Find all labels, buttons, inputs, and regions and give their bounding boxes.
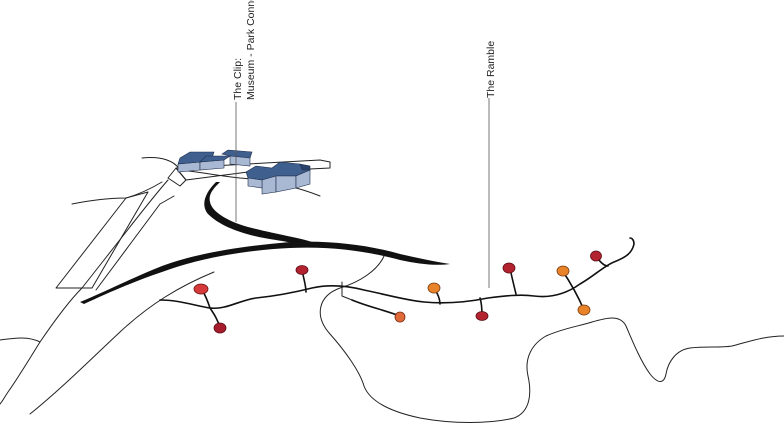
left-slope-outline [39,179,169,343]
map-pin-icon [577,304,591,316]
map-pin-icon [213,322,227,334]
main-promenade-path [80,241,450,304]
labels: The Clip: Museum - Park Connec The Rambl… [232,0,497,100]
lake-outline [319,255,784,423]
map-pin-icon [556,265,570,277]
parkway-inner-line [95,195,175,291]
map-pins [193,250,602,334]
ramble-label: The Ramble [485,41,497,98]
left-hill-outline [0,337,41,405]
ramble-main-trail [159,237,635,310]
clip-label-line-1: The Clip: [232,58,244,100]
bold-paths [80,182,450,304]
museum-building-icon [177,149,253,173]
museum-road [167,159,331,187]
museum-buildings [177,149,311,195]
connector-lower-line [29,271,215,415]
map-pin-icon [394,311,406,323]
road-end-block [167,167,187,187]
map-pin-icon [193,283,209,295]
map-pin-icon [295,265,309,275]
museum-building-icon [245,161,311,195]
map-pin-icon [427,282,441,294]
parkway-outer-line [55,191,149,289]
map-pin-icon [502,262,516,274]
label-leaders [235,98,490,288]
branch-to-pin-4 [351,299,401,317]
upper-road-line [71,181,163,205]
map-pin-icon [590,250,602,262]
clip-connector-path [204,182,312,245]
clip-label-line-2: Museum - Park Connec [245,0,257,100]
terrain-outlines [0,157,784,423]
map-pin-icon [475,311,489,321]
